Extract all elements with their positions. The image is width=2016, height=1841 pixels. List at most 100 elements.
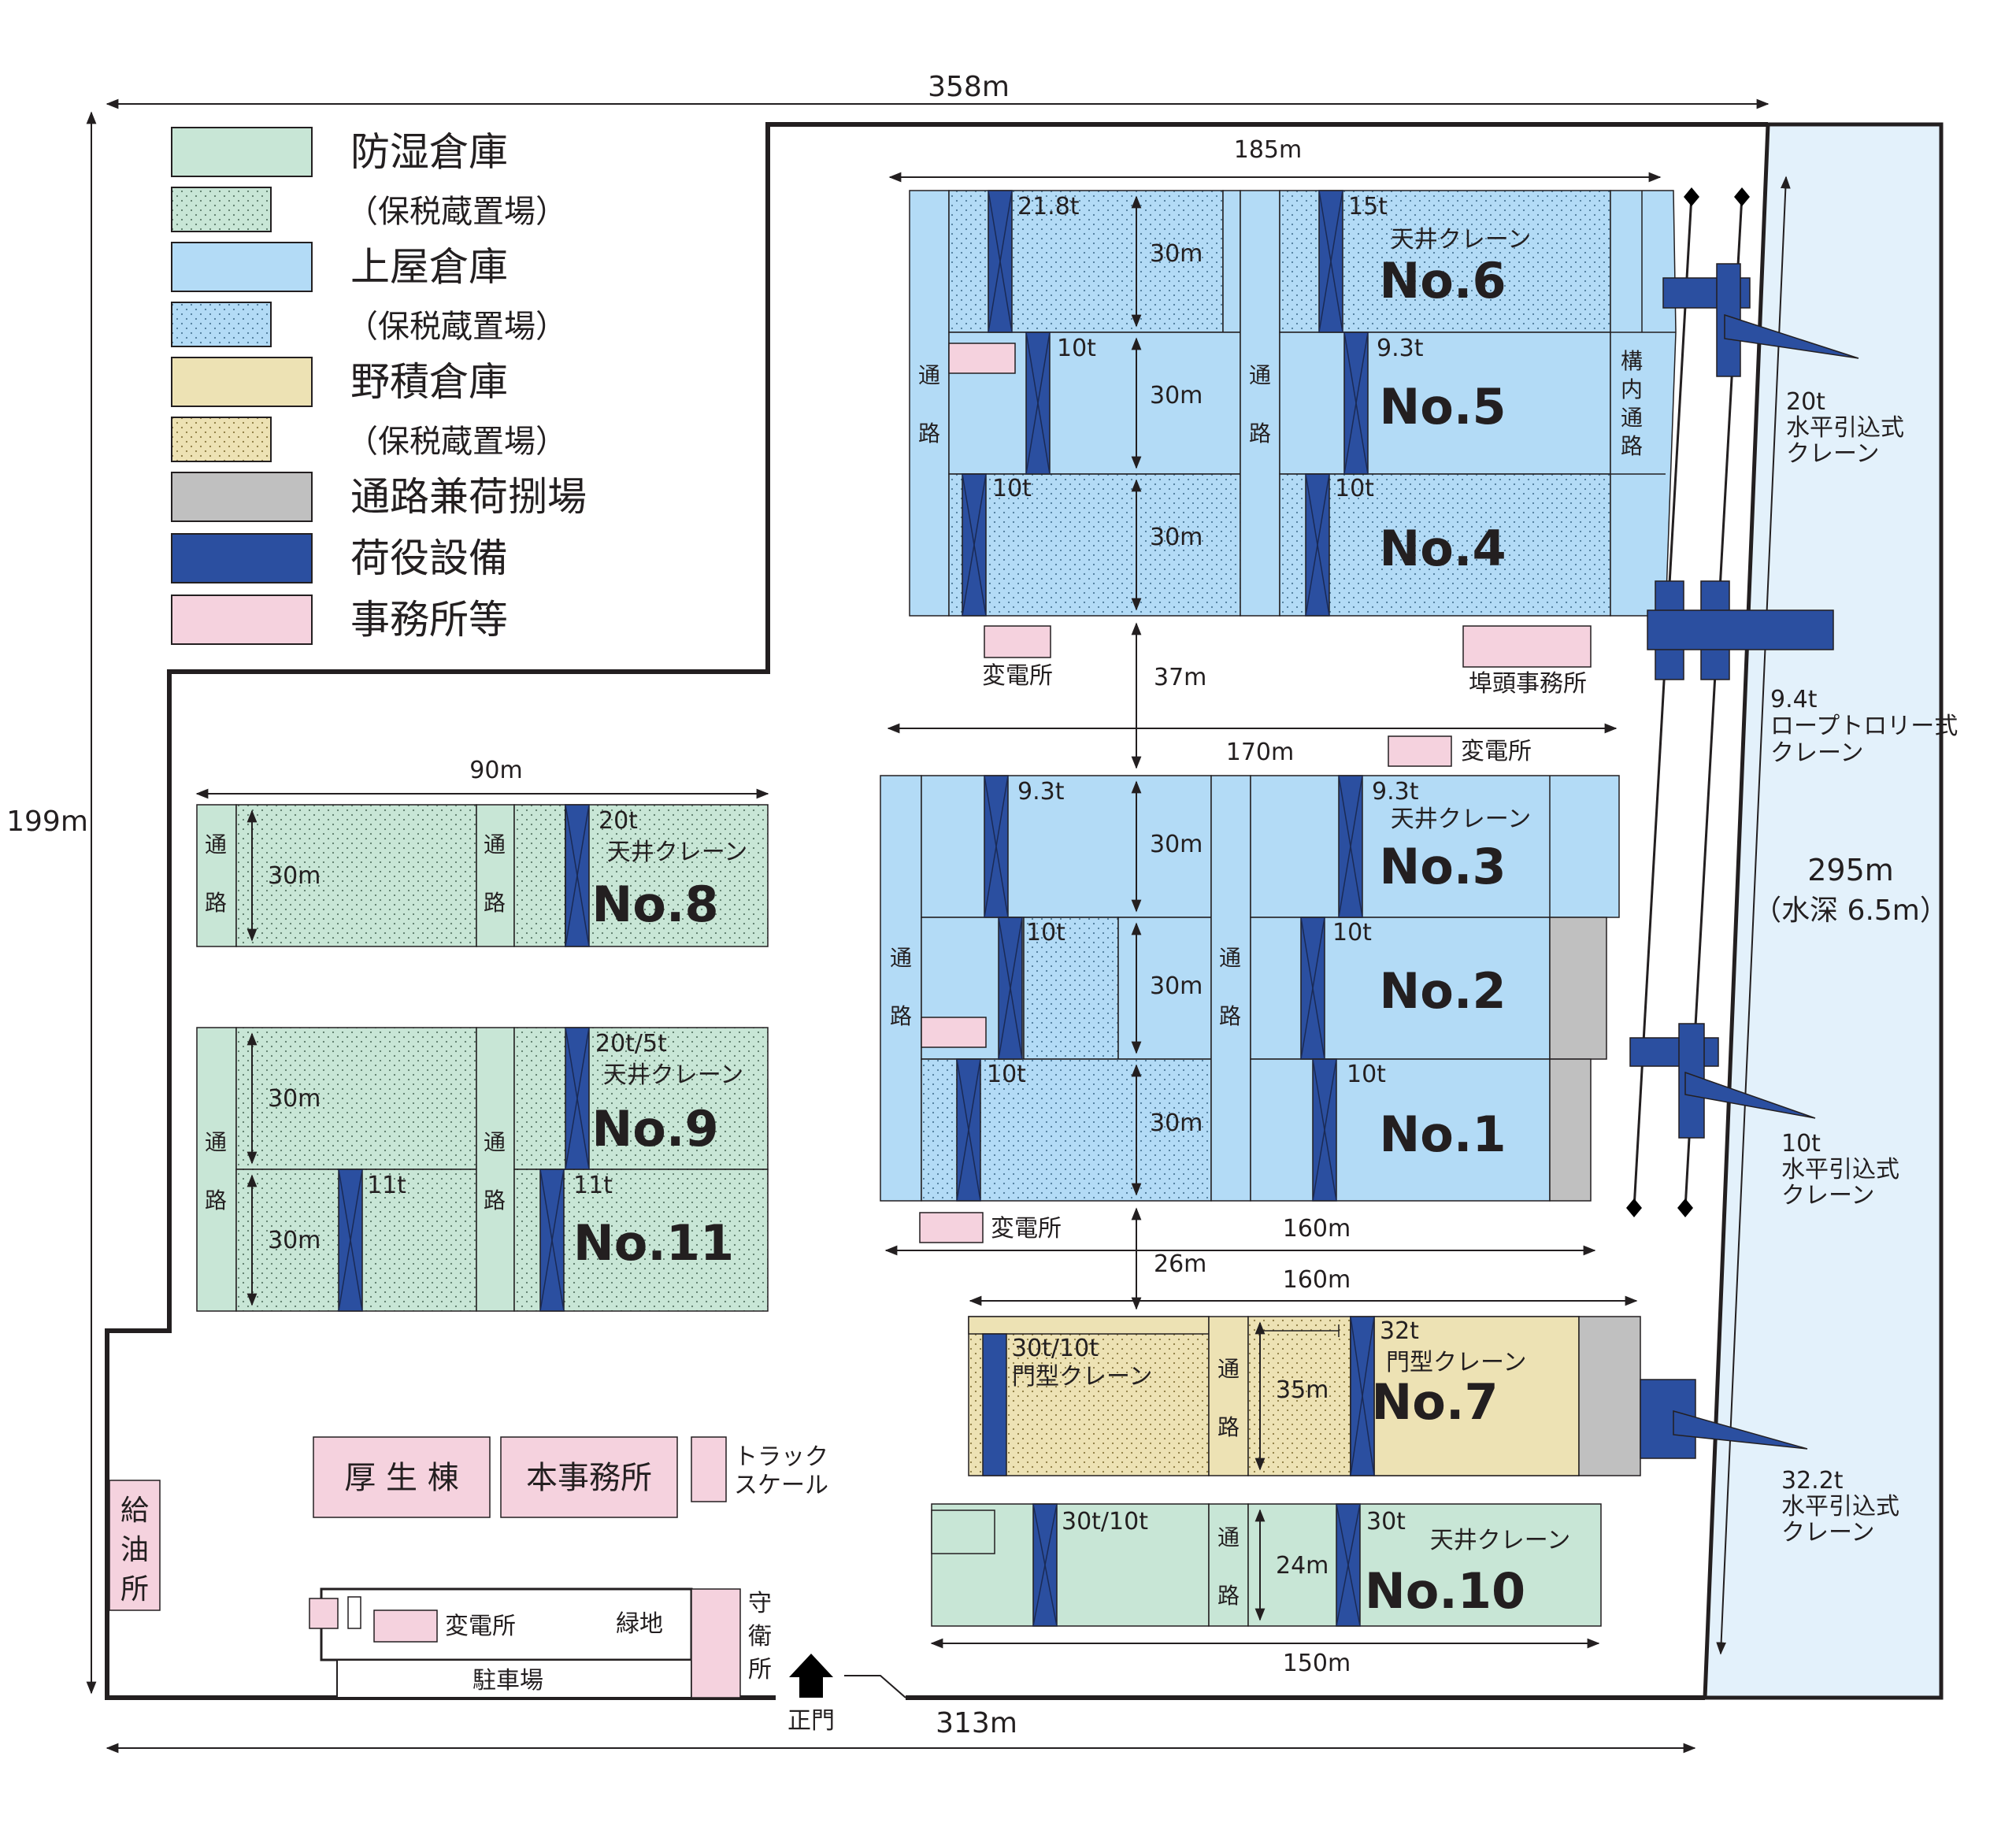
truck-scale [691, 1436, 727, 1502]
substation-south-label: 変電所 [991, 1215, 1062, 1243]
dim-295-label: 295m [1807, 853, 1894, 887]
dim-295 [1716, 176, 1791, 1655]
dim-30-n2: 30m [1150, 382, 1203, 409]
dim-160a-label: 160m [1283, 1215, 1351, 1243]
substation-green [373, 1609, 438, 1643]
cap-11t-b: 11t [573, 1172, 613, 1199]
dim-30-n1: 30m [1150, 240, 1203, 268]
warehouse-no10: No.10 [1365, 1562, 1525, 1620]
warehouse-no7-block [968, 1316, 1641, 1476]
no7-passage [1208, 1316, 1249, 1476]
no7-east-plain [1373, 1316, 1580, 1476]
crane-type-no9: 天井クレーン [603, 1061, 744, 1089]
cap-10t-d: 10t [1026, 919, 1065, 946]
dim-35-label: 35m [1276, 1376, 1329, 1404]
crane-9-4t-kind: クレーン [1770, 739, 1864, 767]
welfare-building-label: 厚 生 棟 [344, 1460, 458, 1496]
substation-north-label: 変電所 [982, 662, 1053, 690]
no9-11-passage-west [196, 1027, 237, 1312]
no9-east-bonded [513, 1027, 769, 1170]
warehouse-no8-block [196, 804, 769, 947]
dim-170-label: 170m [1226, 739, 1294, 766]
passage-label-n-west: 通路 [918, 362, 940, 446]
crane-20t-kind: クレーン [1786, 440, 1880, 468]
cap-10t-e: 10t [1332, 919, 1372, 946]
cap-10t-g: 10t [1347, 1061, 1386, 1088]
yard-no1 [1549, 1058, 1592, 1202]
crane-10t-kind: クレーン [1781, 1182, 1875, 1209]
crane-9-4t-type: ロープトロリー式 [1770, 713, 1958, 740]
legend-swatch-office [171, 595, 313, 645]
cap-10t-f: 10t [987, 1061, 1026, 1088]
no8-passage-west [196, 804, 237, 947]
warehouse-no11: No.11 [573, 1214, 734, 1272]
quay-crane-20t [1662, 263, 1859, 377]
dim-90-label: 90m [469, 757, 522, 784]
cap-10t-b: 10t [992, 475, 1032, 502]
passage-label-no8-west: 通路 [205, 832, 227, 916]
main-gate-label: 正門 [788, 1707, 835, 1735]
gate-gap-line [844, 1675, 906, 1698]
dim-30-no11-label: 30m [268, 1227, 321, 1254]
dim-199-label: 199m [6, 806, 88, 838]
no8-passage-mid [476, 804, 515, 947]
block-north [909, 190, 1677, 617]
main-office-label: 本事務所 [526, 1460, 652, 1496]
legend-label-passage-yard: 通路兼荷捌場 [350, 474, 587, 520]
substation-mid [1388, 735, 1452, 767]
no10-passage [1208, 1503, 1249, 1627]
legend-swatch-handling [171, 533, 313, 583]
crane-20t-type: 水平引込式 [1786, 414, 1904, 442]
fuel-station-label: 給油所 [120, 1495, 149, 1606]
warehouse-no2: No.2 [1379, 962, 1506, 1020]
dim-313-label: 313m [936, 1707, 1017, 1739]
passage-west-north [909, 190, 950, 617]
passage-label-no9-west: 通路 [205, 1129, 227, 1213]
yard-no2 [1549, 917, 1607, 1060]
inner-passage-label: 構内通路 [1621, 348, 1643, 459]
crane-10t-type: 水平引込式 [1781, 1156, 1899, 1184]
inner-passage-strip [1610, 190, 1677, 617]
pier-office-label: 埠頭事務所 [1469, 670, 1587, 698]
passage-label-n-mid: 通路 [1249, 362, 1271, 446]
parking [336, 1659, 692, 1698]
warehouse-no9: No.9 [591, 1100, 718, 1158]
green-zone-small-office [309, 1598, 339, 1629]
cap-30-10t-b: 30t/10t [1062, 1508, 1148, 1535]
no7-west-plain [968, 1316, 1210, 1335]
water-depth-label: （水深 6.5m） [1753, 895, 1948, 927]
quay-crane-10t [1629, 1023, 1816, 1139]
legend-label-moistureproof-bonded: （保税蔵置場） [346, 194, 567, 230]
crane-type-no6: 天井クレーン [1391, 226, 1532, 254]
legend-swatch-moistureproof [171, 127, 313, 177]
legend-label-handling: 荷役設備 [350, 535, 508, 581]
substation-south [919, 1212, 984, 1243]
passage-label-m-west: 通路 [890, 945, 912, 1029]
passage-mid-mid [1210, 775, 1251, 1202]
legend-label-shed-bonded: （保税蔵置場） [346, 309, 567, 345]
warehouse-no10-block [931, 1503, 1602, 1627]
truck-scale-label: トラックスケール [734, 1443, 828, 1499]
crane-type-no3: 天井クレーン [1391, 806, 1532, 833]
truck-scale-line2: スケール [734, 1472, 828, 1499]
cap-10t-a: 10t [1057, 335, 1096, 362]
office-north-small [948, 343, 1016, 374]
legend-swatch-moistureproof-bonded [171, 187, 272, 232]
cap-9-3t-a: 9.3t [1377, 335, 1424, 362]
cap-9-3t-c: 9.3t [1372, 778, 1419, 806]
passage-label-no10: 通路 [1217, 1524, 1240, 1609]
parking-label: 駐車場 [472, 1667, 543, 1695]
crane-type-no7a: 門型クレーン [1012, 1363, 1153, 1391]
legend: 防湿倉庫 （保税蔵置場） 上屋倉庫 （保税蔵置場） 野積倉庫 （保税蔵置場） 通… [171, 127, 587, 645]
no10-inner-box [931, 1509, 995, 1554]
dim-30-m3: 30m [1150, 1109, 1203, 1137]
no9-11-passage-mid [476, 1027, 515, 1312]
cap-10t-c: 10t [1335, 475, 1374, 502]
dim-185-label: 185m [1234, 136, 1302, 164]
no8-mid-bonded [513, 804, 566, 947]
crane-type-no10: 天井クレーン [1430, 1527, 1571, 1554]
crane-32-2t-type: 水平引込式 [1781, 1493, 1899, 1521]
no7-west-bonded [968, 1316, 1210, 1476]
quay-crane-9-4t [1647, 580, 1834, 680]
legend-label-office: 事務所等 [350, 597, 508, 643]
